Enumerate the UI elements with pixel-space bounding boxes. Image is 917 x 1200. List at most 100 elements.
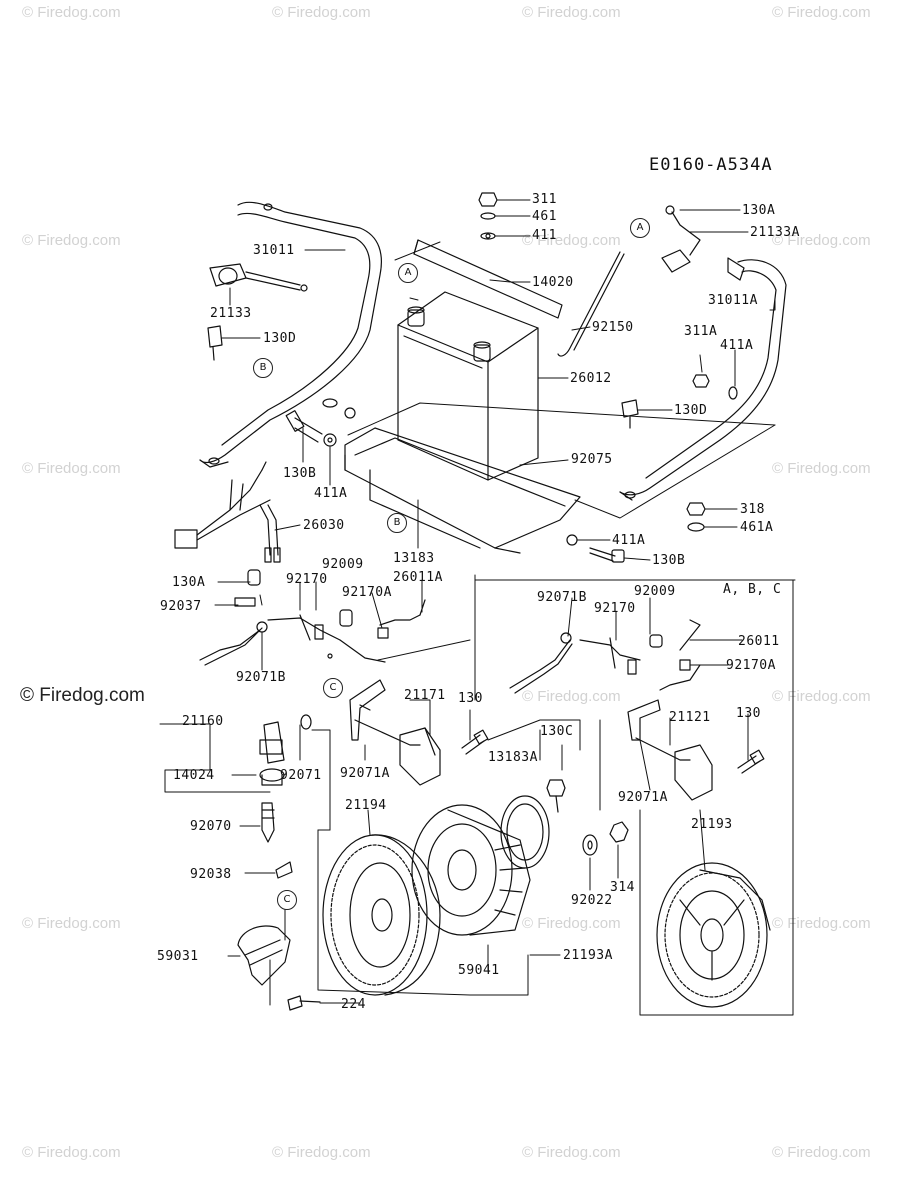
part-31011a[interactable]: 31011A — [708, 293, 758, 308]
part-21193[interactable]: 21193 — [691, 817, 733, 832]
callout-c: C — [323, 678, 343, 698]
part-130b-bottom[interactable]: 130B — [652, 553, 686, 568]
part-461[interactable]: 461 — [532, 209, 557, 224]
part-26011a[interactable]: 26011A — [393, 570, 443, 585]
wire-harness-left — [199, 569, 426, 666]
part-92009-right[interactable]: 92009 — [634, 584, 676, 599]
battery-tray-13183 — [344, 427, 581, 554]
watermark: © Firedog.com — [772, 915, 871, 932]
part-92170-left[interactable]: 92170 — [286, 572, 328, 587]
part-92071b-right[interactable]: 92071B — [537, 590, 587, 605]
watermark: © Firedog.com — [772, 232, 871, 249]
watermark: © Firedog.com — [22, 1144, 121, 1161]
part-92071b-left[interactable]: 92071B — [236, 670, 286, 685]
washers-left — [285, 398, 356, 447]
part-92070[interactable]: 92070 — [190, 819, 232, 834]
bolt-130-mid — [461, 729, 489, 755]
ignition-coil-21121 — [627, 699, 713, 801]
part-92022[interactable]: 92022 — [571, 893, 613, 908]
battery-26012 — [397, 291, 539, 481]
plug-cap-21160 — [259, 714, 312, 786]
bolt-130d-right — [621, 399, 639, 429]
part-130d-left[interactable]: 130D — [263, 331, 297, 346]
plate-13183a — [500, 795, 550, 869]
part-92150[interactable]: 92150 — [592, 320, 634, 335]
part-411a-bottom[interactable]: 411A — [612, 533, 646, 548]
part-92009-left[interactable]: 92009 — [322, 557, 364, 572]
part-21160[interactable]: 21160 — [182, 714, 224, 729]
watermark: © Firedog.com — [522, 4, 621, 21]
part-26011[interactable]: 26011 — [738, 634, 780, 649]
watermark: © Firedog.com — [272, 4, 371, 21]
frame-31011 — [199, 201, 382, 468]
bolt-130c — [546, 779, 566, 813]
part-92071[interactable]: 92071 — [280, 768, 322, 783]
part-21193a[interactable]: 21193A — [563, 948, 613, 963]
washer-92022-nut-314 — [582, 821, 629, 856]
wire-harness-right — [509, 619, 701, 694]
watermark: © Firedog.com — [522, 688, 621, 705]
part-14024[interactable]: 14024 — [173, 768, 215, 783]
part-92038[interactable]: 92038 — [190, 867, 232, 882]
part-130a-left[interactable]: 130A — [172, 575, 206, 590]
part-14020[interactable]: 14020 — [532, 275, 574, 290]
part-92037[interactable]: 92037 — [160, 599, 202, 614]
part-92071a-left[interactable]: 92071A — [340, 766, 390, 781]
watermark: © Firedog.com — [772, 1144, 871, 1161]
part-92071a-right[interactable]: 92071A — [618, 790, 668, 805]
watermark: © Firedog.com — [522, 915, 621, 932]
part-461a[interactable]: 461A — [740, 520, 774, 535]
part-311[interactable]: 311 — [532, 192, 557, 207]
part-26012[interactable]: 26012 — [570, 371, 612, 386]
part-318[interactable]: 318 — [740, 502, 765, 517]
watermark: © Firedog.com — [22, 460, 121, 477]
spark-plug-92070 — [261, 802, 275, 843]
watermark: © Firedog.com — [772, 688, 871, 705]
diagram-code: E0160-A534A — [649, 155, 773, 175]
part-411a-left[interactable]: 411A — [314, 486, 348, 501]
rod-92150 — [557, 251, 625, 357]
part-92170a-left[interactable]: 92170A — [342, 585, 392, 600]
part-130b-left[interactable]: 130B — [283, 466, 317, 481]
part-21194[interactable]: 21194 — [345, 798, 387, 813]
part-224[interactable]: 224 — [341, 997, 366, 1012]
part-26030[interactable]: 26030 — [303, 518, 345, 533]
part-21133a[interactable]: 21133A — [750, 225, 800, 240]
part-411[interactable]: 411 — [532, 228, 557, 243]
part-21171[interactable]: 21171 — [404, 688, 446, 703]
part-130c[interactable]: 130C — [540, 724, 574, 739]
note-abc: A, B, C — [723, 582, 782, 597]
watermark: © Firedog.com — [522, 1144, 621, 1161]
part-130a[interactable]: 130A — [742, 203, 776, 218]
part-21133[interactable]: 21133 — [210, 306, 252, 321]
nuts-311a-411a — [692, 374, 738, 400]
part-59041[interactable]: 59041 — [458, 963, 500, 978]
bolt-130-right — [737, 749, 765, 774]
leader-lines — [159, 199, 796, 1016]
part-92170a-right[interactable]: 92170A — [726, 658, 776, 673]
part-21121[interactable]: 21121 — [669, 710, 711, 725]
part-59031[interactable]: 59031 — [157, 949, 199, 964]
terminal-21133 — [209, 263, 308, 292]
terminal-21133a — [661, 205, 701, 273]
watermark: © Firedog.com — [522, 232, 621, 249]
frame-31011a — [619, 257, 787, 501]
fan-59041 — [411, 804, 531, 936]
bolt-224 — [287, 995, 321, 1011]
watermark: © Firedog.com — [772, 4, 871, 21]
part-92170-right[interactable]: 92170 — [594, 601, 636, 616]
part-13183a[interactable]: 13183A — [488, 750, 538, 765]
part-92075[interactable]: 92075 — [571, 452, 613, 467]
part-130-right[interactable]: 130 — [736, 706, 761, 721]
watermark: © Firedog.com — [22, 4, 121, 21]
watermark: © Firedog.com — [272, 1144, 371, 1161]
part-314[interactable]: 314 — [610, 880, 635, 895]
callout-c: C — [277, 890, 297, 910]
part-411a-right[interactable]: 411A — [720, 338, 754, 353]
part-130-mid[interactable]: 130 — [458, 691, 483, 706]
part-13183[interactable]: 13183 — [393, 551, 435, 566]
part-31011[interactable]: 31011 — [253, 243, 295, 258]
part-311a[interactable]: 311A — [684, 324, 718, 339]
part-130d-right[interactable]: 130D — [674, 403, 708, 418]
